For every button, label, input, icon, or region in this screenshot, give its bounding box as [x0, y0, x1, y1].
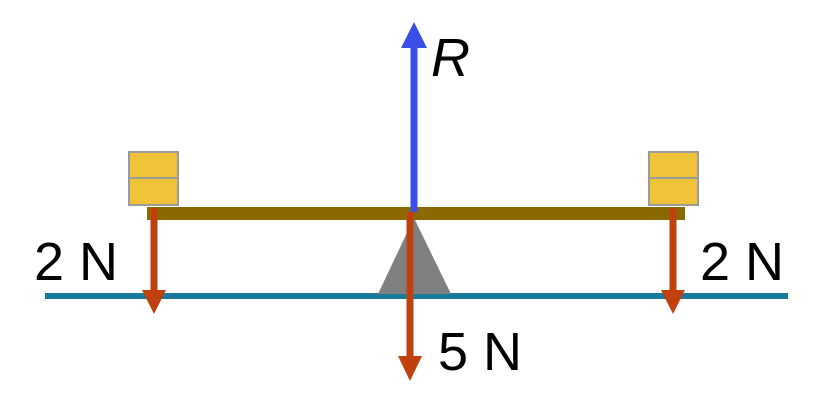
left-weight-label: 2 N	[34, 232, 118, 292]
beam	[147, 207, 685, 220]
beam-weight-label: 5 N	[438, 322, 522, 382]
beam-weight-arrow	[398, 212, 422, 381]
right-block-bottom	[648, 177, 699, 206]
right-weight-label: 2 N	[700, 232, 784, 292]
reaction-label: R	[431, 28, 470, 88]
left-block-top	[128, 151, 179, 179]
left-block-bottom	[128, 177, 179, 206]
left-weight-blocks	[128, 151, 179, 206]
reaction-arrow-head	[401, 22, 427, 48]
left-weight-arrow	[142, 208, 166, 314]
left-weight-arrow-head	[142, 290, 166, 314]
right-weight-arrow	[661, 208, 685, 314]
right-weight-blocks	[648, 151, 699, 206]
beam-weight-arrow-head	[398, 356, 422, 381]
right-block-top	[648, 151, 699, 179]
pivot-triangle	[378, 218, 451, 294]
reaction-force-arrow	[401, 22, 427, 212]
right-weight-arrow-head	[661, 290, 685, 314]
